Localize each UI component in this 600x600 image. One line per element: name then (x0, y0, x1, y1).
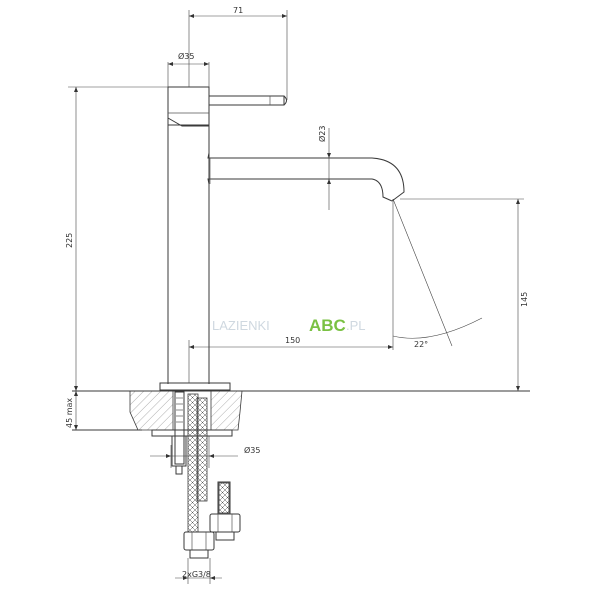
countertop-section (72, 390, 530, 437)
dim-spout-reach: 150 (285, 336, 300, 345)
hose-nut-2 (209, 513, 241, 533)
base-flange (159, 382, 231, 391)
dim-total-height: 225 (65, 233, 74, 248)
mounting-hardware (171, 391, 241, 559)
dim-handle-reach: 71 (233, 6, 243, 15)
dim-flow-angle: 22° (414, 340, 428, 349)
dimension-lines (68, 10, 524, 584)
dim-connections: 2xG3/8 (182, 570, 211, 579)
dim-outlet-height: 145 (520, 292, 529, 307)
handle-cap (167, 86, 210, 126)
watermark-brand: ABC (309, 316, 346, 335)
dim-base-diameter: Ø35 (244, 445, 260, 455)
handle-lever (208, 95, 285, 106)
faucet-body (159, 86, 405, 391)
supply-hose-2 (196, 397, 208, 502)
threaded-stud (174, 391, 185, 465)
supply-hose-1 (187, 393, 199, 533)
watermark-suffix: .PL (346, 318, 366, 333)
dim-spout-diameter: Ø23 (317, 126, 327, 142)
dim-deck-thickness: 45 max (65, 398, 74, 428)
watermark-prefix: LAZIENKI (212, 318, 270, 333)
dim-body-diameter: Ø35 (178, 51, 194, 61)
dimension-labels: 71 Ø35 Ø23 225 145 150 22° 45 max Ø35 2x… (65, 6, 529, 579)
hose-nut-1 (183, 531, 215, 551)
watermark: LAZIENKI ABC .PL (212, 316, 366, 335)
